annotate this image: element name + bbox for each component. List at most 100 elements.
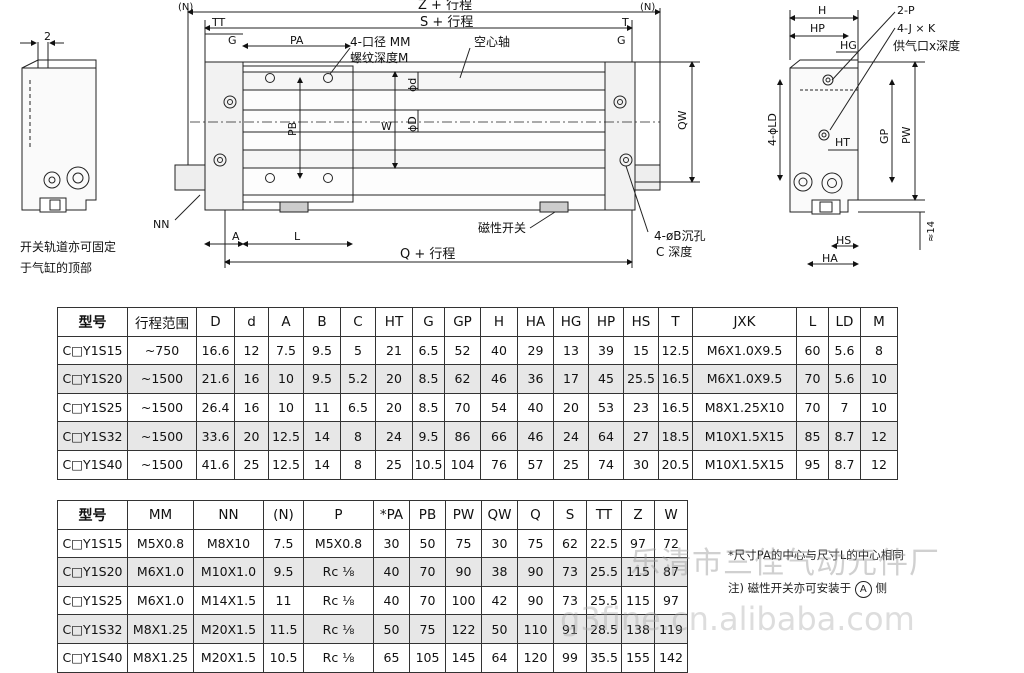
front-note-mm: 4-口径 MM bbox=[350, 35, 411, 49]
table-cell: 12 bbox=[234, 335, 269, 366]
table-cell: 30 bbox=[373, 528, 410, 559]
table-cell: 17 bbox=[553, 364, 589, 394]
table-cell: 25.5 bbox=[586, 557, 622, 587]
table-cell: 70 bbox=[796, 364, 829, 394]
header-cell: Z bbox=[621, 500, 655, 530]
table-cell: 5.2 bbox=[340, 364, 376, 394]
table-cell: 104 bbox=[444, 449, 481, 480]
table-cell: 76 bbox=[480, 449, 518, 480]
table-cell: 97 bbox=[654, 585, 688, 616]
table-cell: C□Y1S32 bbox=[57, 614, 128, 644]
side-PW: PW bbox=[900, 126, 913, 144]
table-cell: 87 bbox=[654, 557, 688, 587]
header-cell: 行程范围 bbox=[127, 307, 197, 337]
table-cell: 33.6 bbox=[196, 421, 235, 451]
side-2P: 2-P bbox=[897, 4, 915, 17]
header-cell: S bbox=[553, 500, 587, 530]
table-cell: 42 bbox=[481, 585, 518, 616]
table-cell: 41.6 bbox=[196, 449, 235, 480]
table-cell: 62 bbox=[444, 364, 481, 394]
table-cell: M5X0.8 bbox=[303, 528, 374, 559]
table-cell: M20X1.5 bbox=[193, 642, 264, 673]
table-cell: C□Y1S25 bbox=[57, 585, 128, 616]
table-cell: 21 bbox=[375, 335, 413, 366]
table-cell: 36 bbox=[517, 364, 554, 394]
table-cell: 11 bbox=[303, 392, 341, 423]
table-cell: 20 bbox=[375, 392, 413, 423]
table-cell: M8X1.25X10 bbox=[692, 392, 797, 423]
header-cell: *PA bbox=[373, 500, 410, 530]
header-cell: M bbox=[860, 307, 898, 337]
front-N-left: (N) bbox=[178, 2, 193, 13]
table-cell: 39 bbox=[588, 335, 624, 366]
table-cell: M20X1.5 bbox=[193, 614, 264, 644]
header-cell: C bbox=[340, 307, 376, 337]
front-A: A bbox=[232, 230, 240, 243]
table-cell: 57 bbox=[517, 449, 554, 480]
table-cell: 90 bbox=[517, 557, 554, 587]
table-cell: 15 bbox=[623, 335, 659, 366]
table-cell: M6X1.0X9.5 bbox=[692, 335, 797, 366]
table-cell: 28.5 bbox=[586, 614, 622, 644]
header-cell: MM bbox=[127, 500, 194, 530]
technical-drawing: 2 开关轨道亦可固定 于气缸的顶部 bbox=[20, 0, 960, 275]
header-cell: PB bbox=[409, 500, 446, 530]
table-cell: 70 bbox=[409, 585, 446, 616]
table-cell: 27 bbox=[623, 421, 659, 451]
header-cell: H bbox=[480, 307, 518, 337]
table-cell: 5.6 bbox=[828, 335, 861, 366]
table-cell: 40 bbox=[373, 557, 410, 587]
header-cell: PW bbox=[445, 500, 482, 530]
table-cell: 14 bbox=[303, 421, 341, 451]
table-cell: 25.5 bbox=[586, 585, 622, 616]
table-cell: Rc ⅛ bbox=[303, 614, 374, 644]
front-depth: C 深度 bbox=[656, 244, 692, 259]
table-cell: 9.5 bbox=[303, 364, 341, 394]
header-cell: A bbox=[268, 307, 304, 337]
table-cell: Rc ⅛ bbox=[303, 642, 374, 673]
table-cell: M6X1.0 bbox=[127, 557, 194, 587]
table-cell: 12 bbox=[860, 449, 898, 480]
table-cell: 50 bbox=[481, 614, 518, 644]
note-magnet-switch: 注) 磁性开关亦可安装于 A 侧 bbox=[728, 580, 887, 598]
header-cell: W bbox=[654, 500, 688, 530]
front-G-left: G bbox=[228, 34, 237, 47]
table-cell: 5.6 bbox=[828, 364, 861, 394]
table-cell: 24 bbox=[553, 421, 589, 451]
table-cell: 10 bbox=[268, 364, 304, 394]
table-cell: 64 bbox=[588, 421, 624, 451]
front-TT: TT bbox=[211, 16, 226, 29]
header-cell: 型号 bbox=[57, 500, 128, 530]
side-HG: HG bbox=[840, 39, 857, 52]
front-N-right: (N) bbox=[640, 2, 655, 13]
table-cell: C□Y1S40 bbox=[57, 642, 128, 673]
table-cell: ~1500 bbox=[127, 392, 197, 423]
side-LD: 4-ϕLD bbox=[766, 113, 779, 146]
table-cell: 29 bbox=[517, 335, 554, 366]
front-hole: 4-øB沉孔 bbox=[654, 229, 706, 243]
table-cell: M6X1.0 bbox=[127, 585, 194, 616]
circle-a-icon: A bbox=[854, 581, 872, 598]
table-cell: M14X1.5 bbox=[193, 585, 264, 616]
table-cell: Rc ⅛ bbox=[303, 557, 374, 587]
table-cell: 12.5 bbox=[268, 421, 304, 451]
table-cell: 122 bbox=[445, 614, 482, 644]
table-cell: 30 bbox=[481, 528, 518, 559]
table-cell: 95 bbox=[796, 449, 829, 480]
table-cell: 12.5 bbox=[268, 449, 304, 480]
table-cell: 62 bbox=[553, 528, 587, 559]
table-cell: 70 bbox=[409, 557, 446, 587]
header-cell: NN bbox=[193, 500, 264, 530]
table-cell: 20 bbox=[375, 364, 413, 394]
table-cell: 64 bbox=[481, 642, 518, 673]
watermark-url: g3fine.cn.alibaba.com bbox=[560, 600, 915, 638]
table-cell: 23 bbox=[623, 392, 659, 423]
table-cell: 74 bbox=[588, 449, 624, 480]
table-cell: 9.5 bbox=[303, 335, 341, 366]
table-cell: ~1500 bbox=[127, 449, 197, 480]
